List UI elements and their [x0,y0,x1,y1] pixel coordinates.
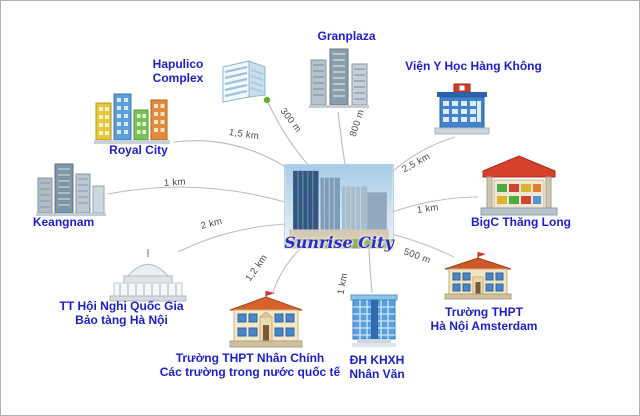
label-vienyhoc: Viện Y Học Hàng Không [405,59,542,73]
connector-keangnam [107,186,286,203]
connector-bigc [391,196,479,213]
label-royalcity: Royal City [109,143,168,157]
connector-dhkhxh [368,248,373,294]
dhkhxh-building-icon [343,293,405,351]
connector-tthoinghi [177,223,288,253]
nhanchinh-school-icon [227,289,305,351]
label-dhkhxh: ĐH KHXH Nhân Văn [349,353,405,382]
label-nhanchinh: Trường THPT Nhân Chính Các trường trong … [159,351,341,380]
granplaza-buildings-icon [307,47,371,109]
hapulico-endpoint-dot [263,96,271,104]
keangnam-towers-icon [35,161,107,217]
label-bigc: BigC Thăng Long [471,215,571,229]
hapulico-building-icon [213,53,273,103]
connector-vienyhoc [391,136,456,173]
label-tthoinghi: TT Hội Nghị Quốc Gia Bảo tàng Hà Nội [59,299,184,328]
connector-nhanchinh [272,248,301,293]
label-granplaza: Granplaza [317,29,376,43]
connector-royalcity [173,140,296,174]
project-title: Sunrise City [284,233,394,252]
bigc-market-icon [477,149,561,217]
label-amsterdam: Trường THPT Hà Nội Amsterdam [430,305,538,334]
label-keangnam: Keangnam [32,215,95,229]
connector-hapulico [266,99,309,166]
distance-keangnam: 1 km [163,176,187,189]
connector-amsterdam [391,233,455,258]
vienyhoc-hospital-icon [433,83,491,135]
apartment-complex-photo-icon [285,165,393,248]
amsterdam-school-icon [441,251,515,303]
connector-granplaza [337,111,346,166]
tthoinghi-dome-icon [107,247,189,303]
sunrise-city-photo [284,164,394,249]
label-hapulico: Hapulico Complex [152,57,204,86]
royalcity-towers-icon [93,89,171,145]
